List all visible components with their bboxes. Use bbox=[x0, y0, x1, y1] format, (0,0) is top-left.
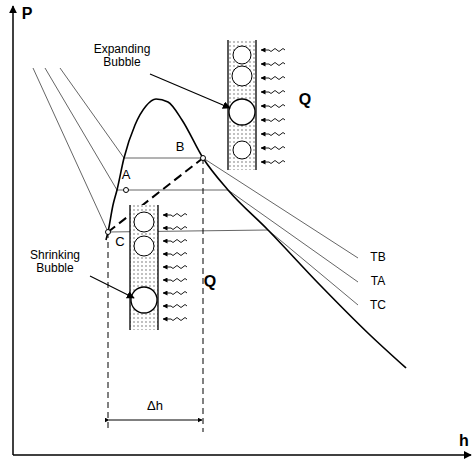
delta-h-arrow bbox=[109, 420, 202, 421]
isotherm-tb bbox=[60, 68, 358, 258]
heat-label: Q bbox=[299, 91, 311, 109]
tube-liquid bbox=[130, 205, 158, 330]
heat-arrow bbox=[163, 266, 187, 269]
heat-arrow bbox=[261, 91, 285, 94]
dimension-line bbox=[203, 158, 204, 432]
heat-arrow bbox=[261, 63, 285, 66]
heat-arrow bbox=[163, 240, 187, 243]
heat-arrow bbox=[261, 119, 285, 122]
isotherm-tc bbox=[33, 68, 358, 305]
heat-arrow bbox=[163, 292, 187, 295]
state-point bbox=[201, 156, 206, 161]
tube-wall bbox=[157, 205, 158, 330]
shrinking-tube bbox=[130, 205, 158, 330]
heat-label: Q bbox=[204, 273, 216, 291]
heat-flow bbox=[163, 49, 285, 321]
callout-label: Shrinking Bubble bbox=[20, 249, 90, 275]
heat-arrow bbox=[163, 253, 187, 256]
tube-wall bbox=[129, 205, 130, 330]
point-label: B bbox=[176, 140, 185, 154]
dimension-line bbox=[108, 232, 109, 432]
point-label: C bbox=[115, 235, 124, 249]
heat-arrow bbox=[261, 133, 285, 136]
leader-line bbox=[90, 276, 134, 298]
heat-arrow bbox=[163, 279, 187, 282]
state-point bbox=[124, 188, 129, 193]
p-axis bbox=[12, 6, 14, 455]
point-label: A bbox=[122, 168, 131, 182]
tube-wall bbox=[227, 40, 228, 170]
isotherm-label: TA bbox=[371, 275, 385, 288]
bubble bbox=[232, 66, 252, 86]
callout-label: Expanding Bubble bbox=[82, 43, 162, 69]
axis-label: P bbox=[22, 5, 33, 23]
bubble bbox=[229, 99, 255, 125]
heat-arrow bbox=[163, 318, 187, 321]
bubble bbox=[131, 287, 157, 313]
heat-arrow bbox=[261, 77, 285, 80]
tube-liquid bbox=[228, 40, 256, 170]
state-point bbox=[106, 230, 111, 235]
bubble bbox=[134, 236, 154, 256]
leader-line bbox=[150, 74, 230, 108]
heat-arrow bbox=[261, 147, 285, 150]
heat-arrow bbox=[261, 105, 285, 108]
bubble bbox=[134, 212, 154, 232]
dimension-label: Δh bbox=[147, 399, 163, 413]
expanding-tube bbox=[228, 40, 256, 170]
axis-label: h bbox=[459, 432, 469, 450]
bubble bbox=[233, 141, 251, 159]
heat-arrow bbox=[261, 49, 285, 52]
isotherm-label: TC bbox=[370, 299, 386, 312]
bubble bbox=[233, 46, 251, 64]
isotherm-label: TB bbox=[370, 251, 385, 264]
isotherm-ta bbox=[45, 68, 358, 282]
tube-wall bbox=[255, 40, 256, 170]
heat-arrow bbox=[261, 161, 285, 164]
heat-arrow bbox=[163, 214, 187, 217]
heat-arrow bbox=[163, 305, 187, 308]
h-axis bbox=[13, 454, 471, 456]
heat-arrow bbox=[163, 227, 187, 230]
